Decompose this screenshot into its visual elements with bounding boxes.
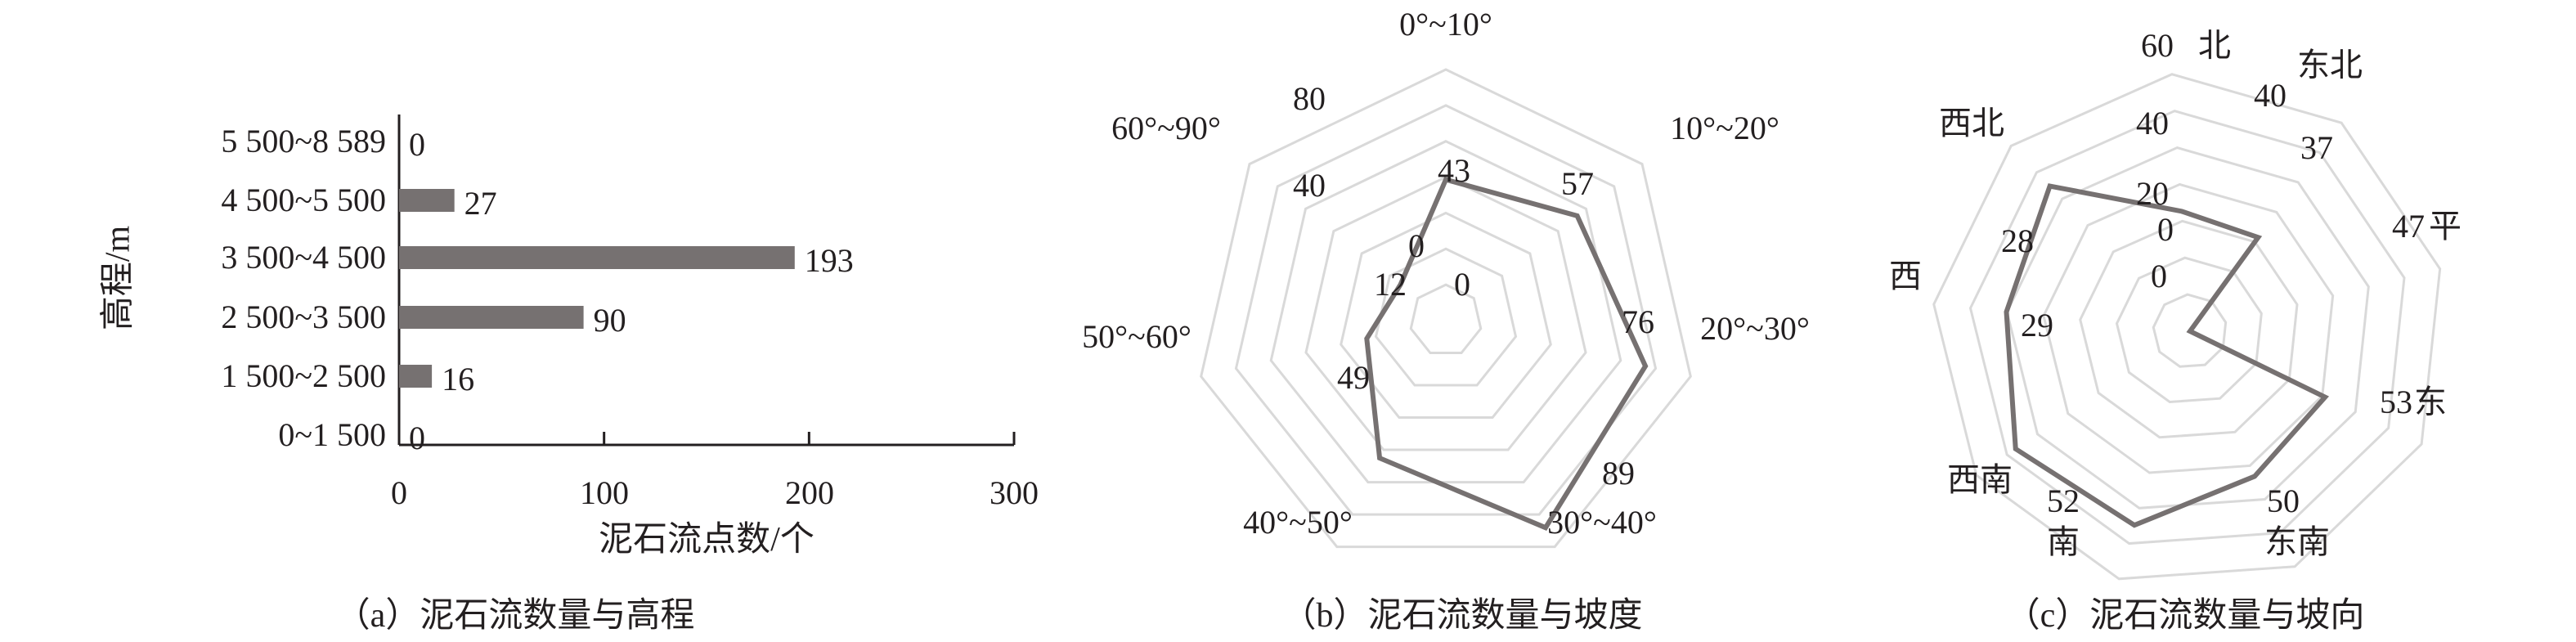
radar-axis-label: 30°~40° (1547, 504, 1657, 541)
radar-grid-ring (1340, 211, 1552, 420)
data-label: 53 (2380, 384, 2412, 420)
caption-b: （b）泥石流数量与坡度 (1281, 597, 1643, 635)
radar-tick-label: 0 (1408, 227, 1425, 264)
radar-tick-label: 40 (2136, 105, 2169, 141)
data-label: 52 (2047, 483, 2080, 519)
y-tick-label: 1 500~2 500 (221, 357, 386, 394)
x-tick-label: 100 (580, 474, 629, 511)
radar-grid-ring (1968, 110, 2406, 545)
data-label: 12 (1374, 266, 1407, 303)
radar-axis-label: 北 (2198, 27, 2231, 64)
radar-grid-ring (1374, 247, 1518, 387)
radar-tick-label: 20 (2136, 175, 2169, 212)
bar-value-label: 193 (804, 242, 854, 279)
bar-value-label: 27 (464, 185, 497, 222)
radar-tick-label: 40 (1293, 167, 1326, 204)
data-label: 40 (2254, 77, 2287, 114)
radar-axis-label: 东北 (2297, 47, 2363, 83)
x-tick-label: 200 (785, 474, 834, 511)
data-label: 50 (2267, 483, 2300, 519)
bar (399, 306, 584, 329)
radar-grid-ring (1932, 73, 2442, 581)
radar-grid-ring (2152, 293, 2228, 368)
radar-axis-label: 平 (2429, 208, 2462, 245)
radar-grid-ring (2079, 219, 2299, 439)
radar-tick-label: 80 (1293, 80, 1326, 117)
x-tick-label: 0 (391, 474, 407, 511)
y-axis-title: 高程/m (99, 225, 137, 331)
bar-value-label: 90 (593, 302, 626, 339)
radar-grid-ring (1200, 68, 1692, 549)
radar-axis-label: 50°~60° (1082, 318, 1192, 355)
radar-grid-ring (2042, 182, 2335, 474)
radar-series-line (2004, 183, 2330, 528)
radar-axis-label: 南 (2047, 523, 2080, 560)
bar-value-label: 0 (409, 126, 425, 163)
data-label: 47 (2392, 208, 2425, 245)
data-label: 49 (1337, 359, 1370, 396)
radar-axis-label: 10°~20° (1670, 110, 1779, 146)
radar-axis-label: 东南 (2264, 523, 2330, 560)
y-tick-label: 5 500~8 589 (221, 123, 386, 159)
y-tick-label: 4 500~5 500 (221, 182, 386, 218)
radar-grid-ring (1304, 175, 1587, 451)
data-label: 57 (1561, 165, 1594, 202)
radar-axis-label: 西北 (1939, 105, 2004, 141)
data-label: 43 (1438, 152, 1470, 189)
bar (399, 365, 433, 388)
bar-value-label: 0 (409, 420, 425, 456)
x-axis-title: 泥石流点数/个 (599, 521, 815, 559)
radar-axis-label: 20°~30° (1700, 310, 1810, 347)
y-tick-label: 3 500~4 500 (221, 239, 386, 276)
data-label: 0 (1454, 266, 1470, 303)
data-label: 89 (1602, 455, 1635, 492)
radar-tick-label: 60 (2141, 27, 2174, 64)
caption-c: （c）泥石流数量与坡向 (2005, 597, 2365, 635)
radar-axis-label: 40°~50° (1243, 504, 1353, 541)
radar-tick-label: 0 (2157, 211, 2174, 248)
radar-axis-label: 东 (2414, 384, 2447, 420)
radar-axis-label: 0°~10° (1399, 6, 1492, 43)
radar-grid-ring (1234, 104, 1658, 516)
data-label: 29 (2021, 307, 2053, 343)
data-label: 0 (2151, 258, 2167, 294)
radar-axis-label: 60°~90° (1111, 110, 1221, 146)
radar-axis-label: 西 (1889, 258, 1922, 294)
radar-grid-ring (2115, 256, 2263, 404)
bar-value-label: 16 (442, 361, 475, 397)
bar (399, 246, 795, 269)
y-tick-label: 0~1 500 (278, 416, 386, 453)
radar-series-line (1364, 177, 1649, 531)
data-label: 28 (2001, 222, 2034, 259)
x-tick-label: 300 (990, 474, 1039, 511)
data-label: 37 (2300, 129, 2333, 166)
y-tick-label: 2 500~3 500 (221, 299, 386, 335)
radar-grid-ring (1409, 283, 1483, 355)
radar-axis-label: 西南 (1947, 461, 2013, 498)
caption-a: （a）泥石流数量与高程 (335, 597, 695, 635)
radar-grid-ring (2005, 146, 2370, 510)
radar-grid-ring (1269, 140, 1622, 484)
data-label: 76 (1622, 303, 1654, 340)
bar (399, 189, 455, 212)
